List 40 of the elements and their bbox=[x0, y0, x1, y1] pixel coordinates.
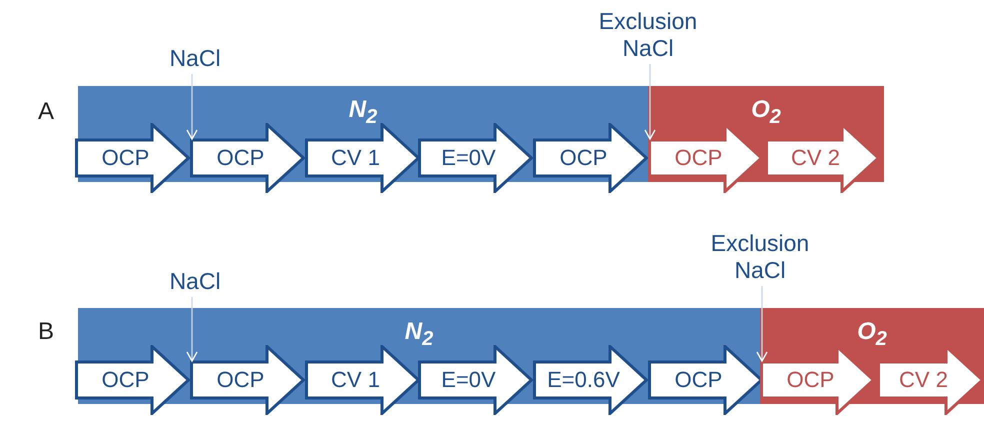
step-label: E=0V bbox=[440, 145, 497, 171]
process-step bbox=[418, 345, 533, 415]
step-label: OCP bbox=[558, 145, 608, 171]
step-label: E=0V bbox=[440, 367, 497, 393]
arrow bbox=[756, 286, 768, 362]
band-title: N$_{2}$ bbox=[348, 96, 378, 129]
step-label: CV 2 bbox=[898, 367, 949, 393]
step-label: OCP bbox=[216, 367, 266, 393]
process-step bbox=[533, 345, 648, 415]
row-label: B bbox=[38, 318, 54, 346]
process-step bbox=[305, 123, 420, 193]
step-label: OCP bbox=[100, 367, 150, 393]
annotation-text: Exclusion NaCl bbox=[578, 8, 718, 62]
arrow bbox=[186, 74, 198, 140]
annotation-text: NaCl bbox=[160, 268, 230, 295]
step-label: CV 1 bbox=[330, 145, 381, 171]
process-step bbox=[190, 345, 305, 415]
step-label: OCP bbox=[216, 145, 266, 171]
step-label: OCP bbox=[100, 145, 150, 171]
step-label: OCP bbox=[674, 145, 724, 171]
process-step bbox=[75, 123, 190, 193]
step-label: OCP bbox=[786, 367, 836, 393]
step-label: E=0.6V bbox=[546, 367, 621, 393]
annotation-text: Exclusion NaCl bbox=[690, 230, 830, 284]
step-label: CV 2 bbox=[790, 145, 841, 171]
arrow bbox=[186, 297, 198, 362]
step-label: OCP bbox=[674, 367, 724, 393]
arrow bbox=[644, 64, 656, 140]
annotation-text: NaCl bbox=[160, 45, 230, 72]
process-step bbox=[305, 345, 420, 415]
process-step bbox=[533, 123, 648, 193]
process-step bbox=[648, 345, 763, 415]
band-title: O$_{2}$ bbox=[750, 96, 782, 129]
process-step bbox=[75, 345, 190, 415]
process-step bbox=[190, 123, 305, 193]
row-label: A bbox=[38, 98, 54, 126]
band-title: O$_{2}$ bbox=[856, 318, 888, 351]
process-step bbox=[418, 123, 533, 193]
band-title: N$_{2}$ bbox=[404, 318, 434, 351]
step-label: CV 1 bbox=[330, 367, 381, 393]
